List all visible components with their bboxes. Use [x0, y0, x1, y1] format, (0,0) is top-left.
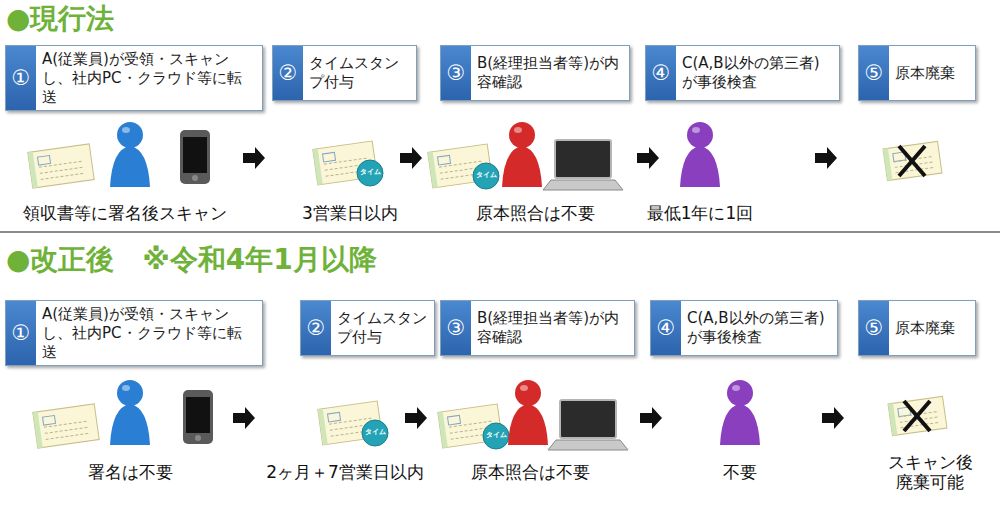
- step-number: ⑤: [859, 46, 889, 100]
- person-icon: [502, 122, 542, 187]
- time-stamp: [357, 160, 383, 186]
- step-number: ④: [651, 301, 681, 355]
- step-box: ⑤原本廃棄: [858, 45, 976, 101]
- receipt-icon: [28, 144, 94, 188]
- step-box: ①A(従業員)が受領・スキャンし、社内PC・クラウド等に転送: [5, 45, 263, 111]
- section-heading: ●現行法: [6, 2, 114, 36]
- step-box: ②タイムスタンプ付与: [272, 45, 417, 101]
- step-number: ②: [301, 301, 331, 355]
- step-box: ③B(経理担当者等)が内容確認: [440, 300, 635, 356]
- cross-mark: [899, 146, 925, 176]
- step-number: ⑤: [859, 301, 889, 355]
- stamp-text: タイム: [365, 429, 386, 437]
- stamp-text: タイム: [486, 432, 507, 440]
- laptop-icon: [543, 140, 623, 190]
- smartphone-icon: [183, 390, 213, 444]
- step-text: C(A,B以外の第三者)が事後検査: [676, 46, 839, 100]
- receipt-icon: [33, 404, 99, 448]
- step-text: A(従業員)が受領・スキャンし、社内PC・クラウド等に転送: [36, 301, 262, 365]
- flow-arrow: [815, 147, 837, 169]
- flow-arrow: [405, 407, 427, 429]
- step-caption: 3営業日以内: [302, 203, 398, 223]
- person-icon: [680, 122, 720, 187]
- step-caption: 2ヶ月＋7営業日以内: [266, 462, 424, 482]
- step-text: 原本廃棄: [889, 301, 975, 355]
- flow-arrow: [640, 407, 662, 429]
- time-stamp: [483, 423, 509, 449]
- step-box: ①A(従業員)が受領・スキャンし、社内PC・クラウド等に転送: [5, 300, 263, 366]
- step-number: ①: [6, 46, 36, 110]
- step-text: タイムスタンプ付与: [331, 301, 434, 355]
- time-stamp: [473, 163, 499, 189]
- stamp-text: タイム: [476, 172, 497, 180]
- step-caption: 署名は不要: [88, 462, 173, 482]
- step-text: タイムスタンプ付与: [303, 46, 416, 100]
- flow-arrow: [400, 147, 422, 169]
- step-number: ④: [646, 46, 676, 100]
- cross-mark: [904, 401, 930, 431]
- laptop-icon: [548, 400, 628, 450]
- step-caption: 原本照合は不要: [476, 203, 595, 223]
- step-number: ①: [6, 301, 36, 365]
- flow-arrow: [637, 147, 659, 169]
- step-caption: スキャン後 廃棄可能: [880, 452, 980, 493]
- flow-arrow: [243, 147, 265, 169]
- person-icon: [110, 122, 150, 187]
- step-caption: 不要: [723, 462, 757, 482]
- step-text: B(経理担当者等)が内容確認: [471, 301, 634, 355]
- person-icon: [110, 380, 150, 445]
- step-text: B(経理担当者等)が内容確認: [471, 46, 629, 100]
- flow-arrow: [233, 407, 255, 429]
- step-text: 原本廃棄: [889, 46, 975, 100]
- step-box: ③B(経理担当者等)が内容確認: [440, 45, 630, 101]
- smartphone-icon: [180, 130, 210, 184]
- step-caption: 原本照合は不要: [471, 462, 590, 482]
- step-caption: 最低1年に1回: [647, 203, 754, 223]
- section-heading: ●改正後 ※令和4年1月以降: [6, 243, 377, 277]
- step-box: ②タイムスタンプ付与: [300, 300, 435, 356]
- step-box: ④C(A,B以外の第三者)が事後検査: [645, 45, 840, 101]
- time-stamp: [362, 420, 388, 446]
- step-text: A(従業員)が受領・スキャンし、社内PC・クラウド等に転送: [36, 46, 262, 110]
- person-icon: [508, 380, 548, 445]
- step-number: ③: [441, 46, 471, 100]
- receipt-icon: [888, 396, 947, 435]
- flow-arrow: [822, 407, 844, 429]
- step-box: ⑤原本廃棄: [858, 300, 976, 356]
- person-icon: [720, 380, 760, 445]
- receipt-icon: [883, 141, 942, 180]
- step-number: ②: [273, 46, 303, 100]
- step-text: C(A,B以外の第三者)が事後検査: [681, 301, 837, 355]
- separator-line: [0, 231, 1000, 233]
- step-caption: 領収書等に署名後スキャン: [23, 203, 227, 223]
- stamp-text: タイム: [360, 169, 381, 177]
- step-number: ③: [441, 301, 471, 355]
- step-box: ④C(A,B以外の第三者)が事後検査: [650, 300, 838, 356]
